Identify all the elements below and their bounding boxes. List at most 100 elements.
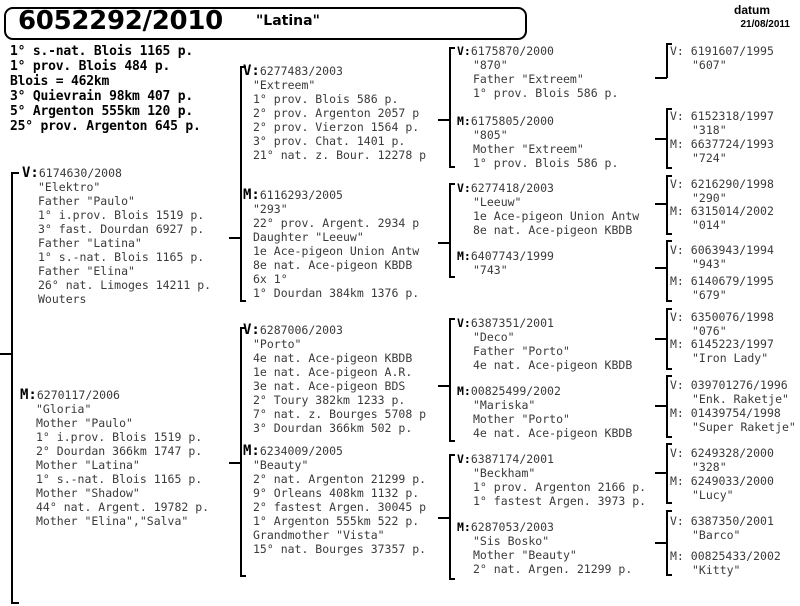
ancestor-mvv: V:6387351/2001 "Deco" Father "Porto" 4e … [457, 316, 632, 372]
ring-number: 6234009/2005 [259, 444, 343, 458]
pigeon-name: "Iron Lady" [692, 351, 769, 365]
note-line: 1° fastest Argen. 3973 p. [473, 494, 647, 508]
date-label: datum [734, 3, 770, 17]
ancestor-vm: M:6116293/2005 "293" 22° prov. Argent. 2… [243, 188, 419, 300]
sex-marker: M: [457, 520, 471, 534]
ancestor-vmv: V:6277418/2003 "Leeuw" 1e Ace-pigeon Uni… [457, 181, 639, 237]
ancestor-gen4-item: V: 6387350/2001 "Barco" [670, 514, 774, 542]
sex-marker: V: [670, 44, 684, 58]
note-line: 6x 1° [253, 272, 288, 286]
ancestor-vvm: M:6175805/2000 "805" Mother "Extreem" 1°… [457, 114, 618, 170]
sex-marker: V: [670, 177, 684, 191]
note-line: Grandmother "Vista" [253, 528, 385, 542]
note-line: 1° Dourdan 384km 1376 p. [253, 286, 420, 300]
note-line: Father "Latina" [38, 236, 142, 250]
ancestor-gen4-item: M: 01439754/1998 "Super Raketje" [670, 406, 796, 434]
ring-number: 6174630/2008 [38, 166, 122, 180]
sex-marker: V: [670, 446, 684, 460]
pigeon-name: "870" [473, 58, 508, 72]
sex-marker: V: [22, 165, 39, 181]
sex-marker: M: [670, 274, 684, 288]
note-line: 44° nat. Argent. 19782 p. [36, 500, 210, 514]
note-line: 4e nat. Ace-pigeon KBDB [253, 351, 413, 365]
ring-number: 6145223/1997 [690, 337, 774, 351]
date-value: 21/08/2011 [740, 19, 791, 30]
ancestor-gen4-item: V: 6249328/2000 "328" [670, 446, 774, 474]
ancestor-gen4-item: M: 6145223/1997 "Iron Lady" [670, 337, 774, 365]
ring-number: 6387351/2001 [470, 316, 554, 330]
sex-marker: M: [457, 249, 471, 263]
note-line: 3° Dourdan 366km 502 p. [253, 421, 413, 435]
pigeon-name: "805" [473, 128, 508, 142]
pigeon-name: "Sis Bosko" [473, 534, 550, 548]
note-line: 3° fast. Dourdan 6927 p. [38, 222, 205, 236]
note-line: 21° nat. z. Bour. 12278 p [253, 148, 427, 162]
ancestor-father: V:6174630/2008 "Elektro" Father "Paulo" … [22, 166, 211, 306]
ring-number: 00825433/2002 [690, 549, 781, 563]
sex-marker: V: [670, 514, 684, 528]
note-line: Mother "Elina","Salva" [36, 514, 189, 528]
sex-marker: M: [243, 187, 260, 203]
performance-line: Blois = 462km [10, 74, 110, 89]
performance-line: 25° prov. Argenton 645 p. [10, 119, 201, 134]
title-frame [4, 7, 527, 40]
note-line: 4e nat. Ace-pigeon KBDB [473, 358, 633, 372]
sex-marker: V: [457, 452, 471, 466]
ring-number: 039701276/1996 [690, 378, 788, 392]
ancestor-gen4-item: M: 6637724/1993 "724" [670, 137, 774, 165]
subject-ring-number: 6052292/2010 [18, 6, 223, 36]
pigeon-name: "Porto" [253, 337, 302, 351]
ancestor-gen4-item: M: 00825433/2002 "Kitty" [670, 549, 781, 577]
pigeon-name: "Elektro" [38, 180, 101, 194]
note-line: 1° prov. Blois 586 p. [253, 92, 399, 106]
sex-marker: V: [670, 378, 684, 392]
pigeon-name: "679" [692, 288, 727, 302]
note-line: 3° prov. Chat. 1401 p. [253, 134, 406, 148]
note-line: 26° nat. Limoges 14211 p. [38, 278, 212, 292]
ancestor-gen4-item: V: 6152318/1997 "318" [670, 109, 774, 137]
sex-marker: M: [670, 337, 684, 351]
pigeon-name: "Super Raketje" [692, 420, 796, 434]
sex-marker: V: [670, 109, 684, 123]
sex-marker: M: [20, 387, 37, 403]
ring-number: 6152318/1997 [690, 109, 774, 123]
pigeon-name: "Gloria" [36, 402, 92, 416]
ancestor-gen4-item: V: 6216290/1998 "290" [670, 177, 774, 205]
note-line: 1e Ace-pigeon Union Antw [473, 209, 640, 223]
sex-marker: V: [457, 181, 471, 195]
ring-number: 6063943/1994 [690, 243, 774, 257]
pigeon-name: "Beckham" [473, 466, 536, 480]
sex-marker: M: [457, 384, 471, 398]
pigeon-name: "Deco" [473, 330, 515, 344]
sex-marker: M: [670, 137, 684, 151]
sex-marker: M: [670, 474, 684, 488]
ring-number: 6191607/1995 [690, 44, 774, 58]
pigeon-name: "076" [692, 324, 727, 338]
ancestor-mm: M:6234009/2005 "Beauty" 2° nat. Argenton… [243, 444, 426, 556]
note-line: 1° prov. Blois 586 p. [473, 156, 619, 170]
ring-number: 6216290/1998 [690, 177, 774, 191]
performance-line: 5° Argenton 555km 120 p. [10, 104, 194, 119]
ancestor-vmm: M:6407743/1999 "743" [457, 249, 554, 277]
note-line: 2° Dourdan 366km 1747 p. [36, 444, 203, 458]
pigeon-name: "943" [692, 257, 727, 271]
ring-number: 6249033/2000 [690, 474, 774, 488]
note-line: Father "Extreem" [473, 72, 584, 86]
note-line: 8e nat. Ace-pigeon KBDB [473, 223, 633, 237]
performance-line: 1° prov. Blois 484 p. [10, 59, 171, 74]
note-line: 1° i.prov. Blois 1519 p. [36, 430, 203, 444]
note-line: Wouters [38, 292, 87, 306]
sex-marker: V: [457, 44, 471, 58]
note-line: 2° nat. Argenton 21299 p. [253, 472, 427, 486]
note-line: 1° prov. Argenton 2166 p. [473, 480, 647, 494]
note-line: 1° s.-nat. Blois 1165 p. [36, 472, 203, 486]
note-line: 2° prov. Argenton 2057 p [253, 106, 420, 120]
ring-number: 6287053/2003 [470, 520, 554, 534]
ancestor-gen4-item: V: 6350076/1998 "076" [670, 310, 774, 338]
sex-marker: M: [670, 549, 684, 563]
pigeon-name: "293" [253, 202, 288, 216]
pigeon-name: "318" [692, 123, 727, 137]
ancestor-mvm: M:00825499/2002 "Mariska" Mother "Porto"… [457, 384, 632, 440]
ancestor-gen4-item: M: 6249033/2000 "Lucy" [670, 474, 774, 502]
sex-marker: V: [243, 63, 260, 79]
